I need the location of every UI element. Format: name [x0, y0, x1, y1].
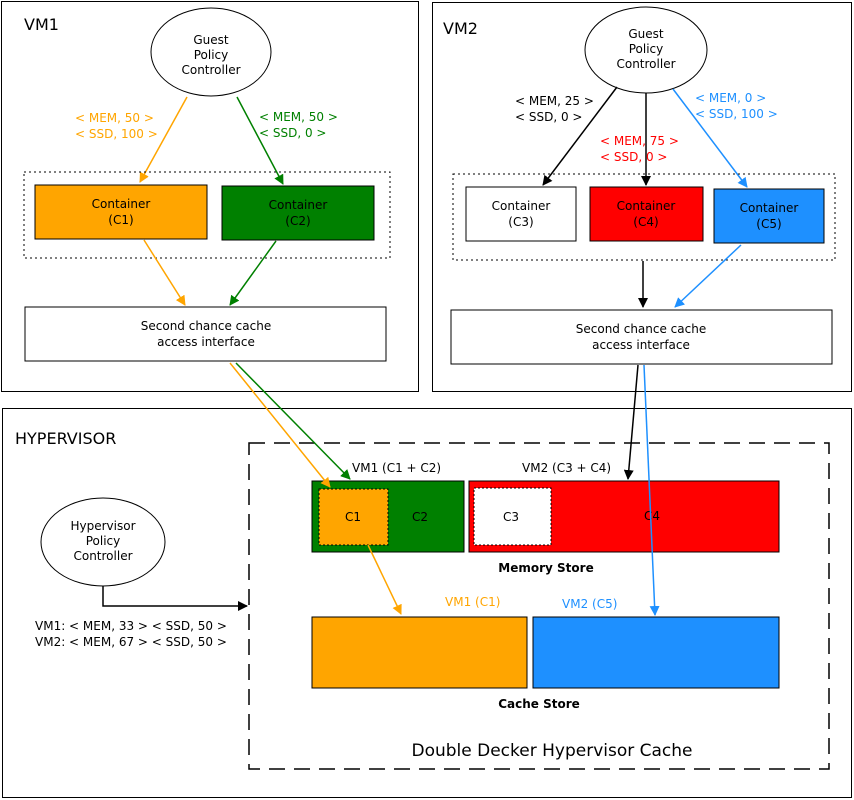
- vm1-c2-quota-mem: < MEM, 50 >: [259, 110, 338, 124]
- vm1-container-group: [23, 171, 391, 259]
- vm2-c3-quota-ssd: < SSD, 0 >: [515, 110, 582, 124]
- vm1-c2-quota-ssd: < SSD, 0 >: [259, 126, 326, 140]
- vm1-second-chance-interface: [24, 306, 387, 362]
- vm1-guest-policy-controller: [150, 7, 272, 97]
- vm1-container-c1: [34, 184, 208, 240]
- memory-vm1-label: VM1 (C1 + C2): [352, 461, 441, 475]
- vm1-interface-to-memory-arrow: [235, 362, 351, 480]
- memory-vm2-label: VM2 (C3 + C4): [522, 461, 611, 475]
- vm2-panel: VM2 Guest Policy Controller < MEM, 25 > …: [432, 2, 852, 392]
- hypervisor-alloc-vm1: VM1: < MEM, 33 > < SSD, 50 >: [35, 619, 227, 633]
- vm1-policy-to-c2-arrow: [236, 96, 284, 185]
- memory-c4-label: C4: [644, 509, 660, 523]
- hypervisor-frame: [2, 408, 852, 798]
- vm2-c3-quota-mem: < MEM, 25 >: [515, 94, 594, 108]
- cache-vm1-label: VM1 (C1): [445, 595, 500, 609]
- vm1-controller-line-1: Guest: [193, 33, 229, 47]
- vm2-interface-to-memory-arrow: [623, 364, 639, 480]
- vm2-c5-label-1: Container: [740, 201, 799, 215]
- memory-c1-block: [318, 488, 389, 546]
- memory-c3-block: [473, 487, 552, 546]
- vm1-policy-to-c1-arrow: [139, 96, 188, 183]
- vm2-controller-line-3: Controller: [616, 57, 675, 71]
- vm2-policy-to-c5-arrow: [672, 88, 748, 188]
- cache-store-label: Cache Store: [498, 697, 580, 711]
- hypervisor-title: HYPERVISOR: [15, 429, 116, 448]
- cross-panel-arrows: [229, 362, 660, 616]
- memory-c1-to-cache-arrow: [367, 544, 402, 615]
- vm2-c5-quota-mem: < MEM, 0 >: [695, 91, 766, 105]
- vm1-interface-line-1: Second chance cache: [141, 319, 271, 333]
- vm2-controller-line-1: Guest: [628, 27, 664, 41]
- vm2-interface-line-1: Second chance cache: [576, 322, 706, 336]
- vm2-interface-to-cache-c5-arrow: [643, 364, 660, 616]
- vm1-container-c2: [221, 185, 375, 241]
- memory-store-label: Memory Store: [498, 561, 593, 575]
- vm1-title: VM1: [24, 15, 59, 34]
- vm1-c1-quota-mem: < MEM, 50 >: [75, 111, 154, 125]
- vm2-controller-line-2: Policy: [629, 42, 664, 56]
- double-decker-title: Double Decker Hypervisor Cache: [411, 741, 692, 761]
- vm2-c3-label-1: Container: [492, 199, 551, 213]
- vm2-c5-label-2: (C5): [756, 217, 781, 231]
- vm2-container-c3: [465, 186, 577, 242]
- vm2-c4-quota-mem: < MEM, 75 >: [600, 134, 679, 148]
- vm1-c2-label-1: Container: [269, 198, 328, 212]
- vm1-c1-label-1: Container: [92, 197, 151, 211]
- vm1-controller-line-2: Policy: [194, 48, 229, 62]
- hypervisor-panel: HYPERVISOR Hypervisor Policy Controller …: [2, 408, 852, 798]
- vm1-interface-to-memory-c1-arrow: [229, 362, 331, 488]
- vm2-second-chance-interface: [450, 309, 833, 365]
- hypervisor-alloc-vm2: VM2: < MEM, 67 > < SSD, 50 >: [35, 635, 227, 649]
- hypervisor-policy-arrow: [102, 586, 248, 611]
- vm2-c5-quota-ssd: < SSD, 100 >: [695, 107, 778, 121]
- hypervisor-controller-line-2: Policy: [86, 534, 121, 548]
- memory-c1-label: C1: [345, 510, 361, 524]
- vm2-container-c5: [713, 188, 825, 244]
- vm2-c3-label-2: (C3): [508, 215, 533, 229]
- vm2-c4-label-1: Container: [617, 199, 676, 213]
- vm1-c2-label-2: (C2): [285, 214, 310, 228]
- memory-c2-label: C2: [412, 510, 428, 524]
- memory-c3-label: C3: [503, 510, 519, 524]
- vm2-container-group: [452, 173, 836, 261]
- vm2-c4-label-2: (C4): [633, 215, 658, 229]
- vm2-policy-to-c3-arrow: [542, 86, 618, 186]
- vm2-c5-to-interface-arrow: [674, 244, 742, 308]
- vm1-panel: VM1 Guest Policy Controller < MEM, 50 > …: [1, 1, 419, 392]
- cache-vm2-label: VM2 (C5): [562, 597, 617, 611]
- cache-vm1-block: [311, 616, 528, 689]
- vm2-c4-quota-ssd: < SSD, 0 >: [600, 150, 667, 164]
- double-decker-cache-region: [248, 442, 830, 770]
- vm2-container-c4: [589, 186, 704, 242]
- vm1-c1-to-interface-arrow: [143, 239, 186, 306]
- vm1-c1-quota-ssd: < SSD, 100 >: [75, 127, 158, 141]
- vm1-c1-label-2: (C1): [108, 213, 133, 227]
- vm1-interface-line-2: access interface: [157, 335, 255, 349]
- vm1-c2-to-interface-arrow: [229, 240, 277, 306]
- hypervisor-controller-line-3: Controller: [73, 549, 132, 563]
- vm2-title: VM2: [443, 19, 478, 38]
- cache-vm2-block: [532, 616, 780, 689]
- vm2-interface-line-2: access interface: [592, 338, 690, 352]
- hypervisor-controller-line-1: Hypervisor: [70, 519, 135, 533]
- vm1-controller-line-3: Controller: [181, 63, 240, 77]
